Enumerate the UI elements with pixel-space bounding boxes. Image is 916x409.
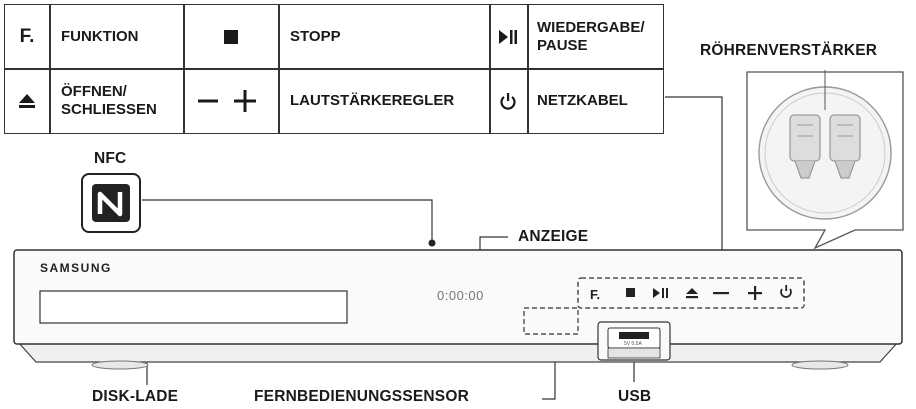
usb-rating-text: 5V 0.5A [624, 341, 642, 347]
panel-minus-icon [713, 292, 729, 294]
usb-label: USB [618, 388, 651, 406]
panel-function-button: F. [590, 287, 600, 302]
display-readout: 0:00:00 [437, 288, 484, 303]
remote-sensor-label: FERNBEDIENUNGSSENSOR [254, 388, 469, 406]
disc-tray-slot [40, 291, 347, 323]
panel-stop-icon [626, 288, 635, 297]
disc-tray-label: DISK-LADE [92, 388, 178, 406]
display-label: ANZEIGE [518, 228, 588, 246]
brand-logo: SAMSUNG [40, 261, 112, 275]
